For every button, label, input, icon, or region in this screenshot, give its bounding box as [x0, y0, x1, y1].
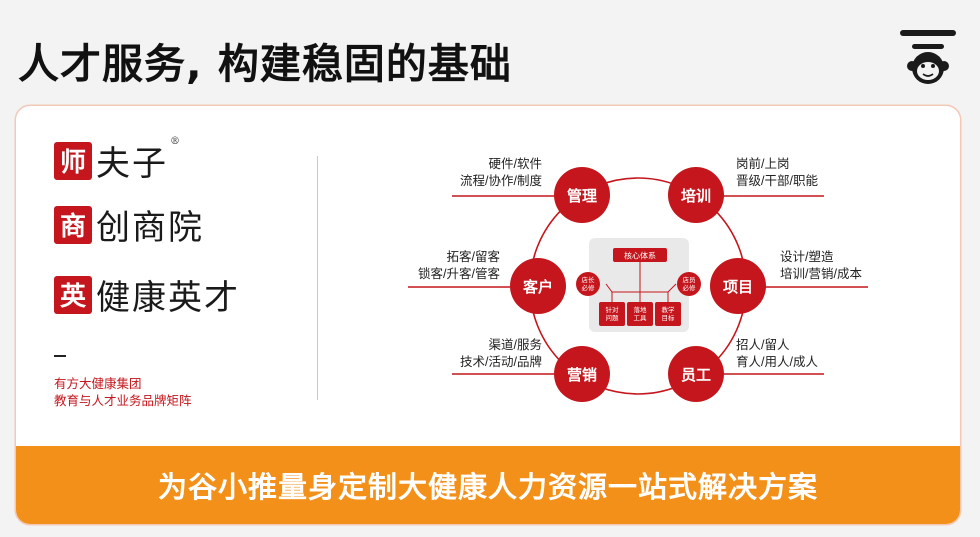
- node-desc: 锁客/升客/管客: [418, 266, 500, 281]
- brand-description: 有方大健康集团 教育与人才业务品牌矩阵: [54, 377, 192, 408]
- core-box-problem: [599, 302, 625, 326]
- node-desc: 培训/营销/成本: [780, 266, 862, 281]
- node-desc: 岗前/上岗: [736, 156, 789, 171]
- svg-text:培训: 培训: [681, 187, 711, 205]
- svg-text:店长: 店长: [582, 275, 596, 284]
- brand-jiankangyingcai: 英 健康英才: [54, 270, 240, 319]
- svg-text:管理: 管理: [567, 187, 597, 205]
- core-title: 核心体系: [624, 251, 656, 261]
- svg-text:项目: 项目: [723, 278, 753, 296]
- brand-seal-icon: 商: [54, 205, 92, 244]
- svg-text:客户: 客户: [522, 278, 553, 296]
- core-connectors: [605, 262, 677, 302]
- node-training: [668, 167, 724, 223]
- node-desc: 流程/协作/制度: [460, 173, 542, 188]
- monkey-logo-icon: [900, 30, 956, 84]
- node-desc: 晋级/干部/职能: [736, 173, 818, 188]
- store-staff-bubble: [677, 272, 701, 296]
- svg-text:店员: 店员: [683, 275, 697, 284]
- svg-text:落地: 落地: [634, 305, 648, 314]
- brand-chuangshangyuan: 商 创商院: [54, 200, 204, 249]
- solution-banner: 为谷小推量身定制大健康人力资源一站式解决方案: [16, 446, 960, 524]
- svg-text:问题: 问题: [606, 314, 620, 322]
- core-box-goal: [655, 302, 681, 326]
- node-staff: [668, 346, 724, 402]
- node-desc: 育人/用人/成人: [736, 354, 818, 369]
- svg-text:工具: 工具: [634, 314, 648, 322]
- node-desc: 硬件/软件: [489, 157, 542, 171]
- svg-text:目标: 目标: [662, 313, 676, 322]
- brand-name: 夫子®: [96, 136, 182, 184]
- node-desc: 技术/活动/品牌: [460, 354, 542, 369]
- leader-lines: [408, 195, 868, 375]
- svg-text:必修: 必修: [683, 283, 697, 292]
- store-manager-bubble: [576, 272, 600, 296]
- node-desc: 渠道/服务: [489, 337, 542, 352]
- svg-text:针对: 针对: [606, 305, 620, 314]
- brand-seal-icon: 英: [54, 275, 92, 314]
- brand-name: 创商院: [96, 208, 204, 248]
- divider-dash: [54, 355, 66, 357]
- node-desc: 拓客/留客: [447, 249, 501, 264]
- brand-seal-icon: 师: [54, 141, 92, 180]
- svg-text:营销: 营销: [567, 366, 597, 384]
- node-desc: 招人/留人: [736, 338, 790, 352]
- node-marketing: [554, 346, 610, 402]
- page-title: 人才服务, 构建稳固的基础: [18, 40, 512, 88]
- node-management: [554, 167, 610, 223]
- node-desc: 设计/塑造: [780, 249, 834, 264]
- svg-text:员工: 员工: [681, 366, 711, 384]
- service-system-diagram: 核心体系 店长 必修 店员 必修 针对 问题 落地 工具 教学 目标 管理 硬件…: [408, 156, 868, 402]
- content-card: 师 夫子® 商 创商院 英 健康英才 有方大健康集团 教育与人才业务品牌矩阵 核…: [16, 106, 960, 524]
- core-box-tools: [627, 302, 653, 326]
- core-title-badge: [613, 248, 667, 262]
- registered-mark: ®: [170, 136, 182, 147]
- node-customer: [510, 258, 566, 314]
- node-project: [710, 258, 766, 314]
- brand-shifuzi: 师 夫子®: [54, 136, 182, 185]
- svg-text:教学: 教学: [662, 305, 676, 314]
- svg-text:必修: 必修: [582, 283, 596, 292]
- vertical-divider: [317, 156, 318, 400]
- brand-name: 健康英才: [96, 278, 240, 318]
